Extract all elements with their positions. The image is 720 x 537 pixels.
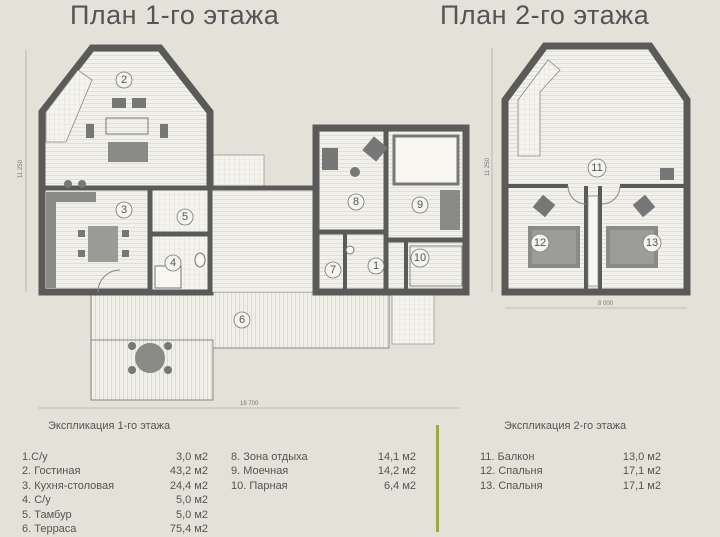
explication1-title: Экспликация 1-го этажа: [48, 420, 171, 432]
room-label-11: 11: [591, 162, 602, 174]
room-label-7: 7: [330, 264, 336, 276]
room-label-10: 10: [414, 252, 426, 264]
floor2-title: План 2-го этажа: [440, 0, 650, 30]
floor2-width-dimension: 8 000: [598, 301, 614, 307]
floor1-height-dimension: 11 250: [18, 159, 24, 178]
explication2-title: Экспликация 2-го этажа: [504, 420, 627, 432]
floor2-room-labels: 11 12 13: [530, 158, 662, 253]
floor2-height-dimension: 11 250: [485, 157, 491, 176]
room-label-5: 5: [182, 211, 188, 223]
section-divider: [436, 425, 439, 532]
room-label-13: 13: [646, 237, 658, 249]
room-label-9: 9: [417, 199, 423, 211]
room-label-6: 6: [239, 314, 245, 326]
room-label-2: 2: [121, 74, 127, 86]
floor1-title: План 1-го этажа: [70, 0, 280, 30]
floor1-room-labels: 2 3 4 5 6 7 8 9 10 1: [115, 71, 430, 329]
room-label-12: 12: [534, 237, 546, 249]
room-label-4: 4: [170, 257, 176, 269]
floor-plans-drawing: 2 3 4 5 6 7 8 9 10 1 19 700 11 250: [18, 42, 691, 409]
room-label-1: 1: [373, 260, 379, 272]
floor1-width-dimension: 19 700: [240, 401, 259, 407]
room-label-3: 3: [121, 204, 127, 216]
floor1-plan: [38, 44, 470, 401]
room-label-8: 8: [353, 196, 359, 208]
